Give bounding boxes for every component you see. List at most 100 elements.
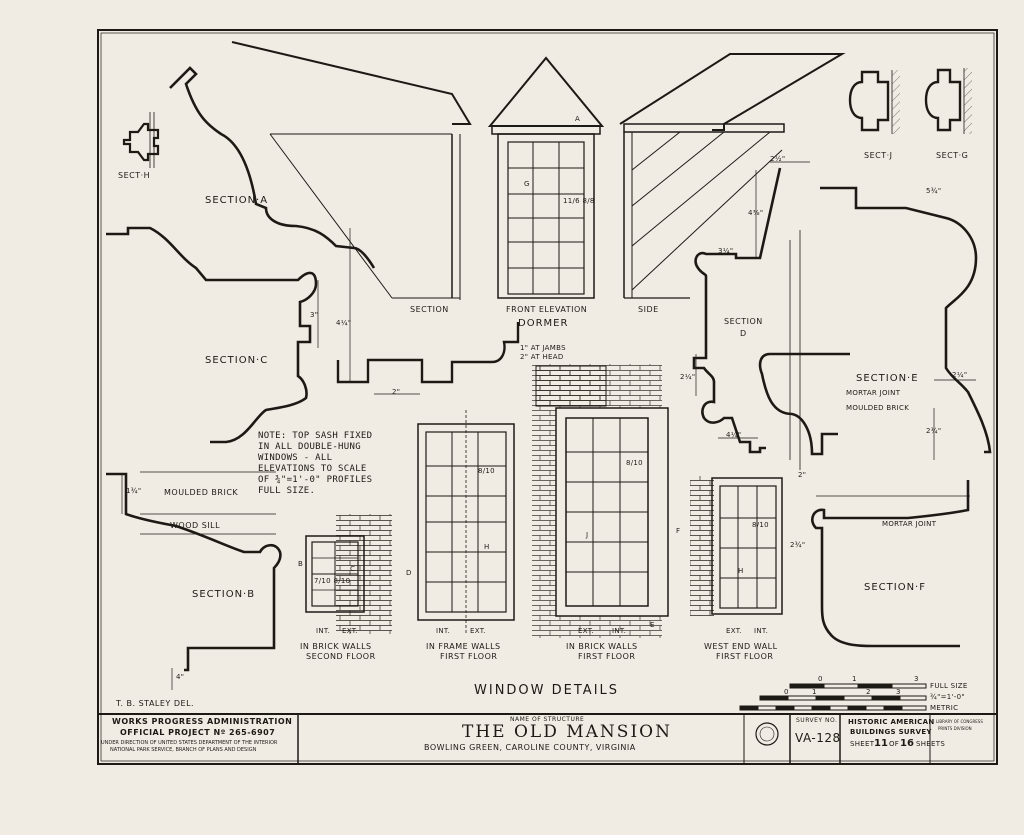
dim-4-b: 4" [176, 673, 185, 681]
wpa-line-1: WORKS PROGRESS ADMINISTRATION [112, 717, 293, 726]
sheet-of-label: OF [889, 740, 900, 748]
structure-location: BOWLING GREEN, CAROLINE COUNTY, VIRGINIA [424, 743, 636, 752]
dormer-marker-g: G [524, 180, 530, 188]
window-4-caption-1: WEST END WALL [704, 642, 778, 651]
window-4-elevation [690, 476, 783, 616]
window-4-marker-h: H [738, 567, 744, 575]
note-line: FULL SIZE. [258, 486, 316, 496]
window-2-ext: EXT. [470, 627, 486, 635]
window-1-caption-2: SECOND FLOOR [306, 652, 376, 661]
marker-e: E [650, 621, 655, 629]
note-line: IN ALL DOUBLE-HUNG [258, 442, 361, 452]
scale-tick: 3 [896, 688, 901, 696]
delineator: T. B. STALEY DEL. [116, 699, 195, 708]
window-3-caption-1: IN BRICK WALLS [566, 642, 638, 651]
window-2-caption-2: FIRST FLOOR [440, 652, 498, 661]
sheets-label: SHEETS [916, 740, 946, 748]
survey-no: VA-128 [795, 731, 841, 745]
dormer-side [619, 53, 846, 299]
window-2-int: INT. [436, 627, 451, 635]
window-head-profile [336, 322, 520, 395]
note-line: OF ¾"=1'-0" PROFILES [258, 475, 373, 485]
note-line: NOTE: TOP SASH FIXED [258, 431, 373, 441]
section-d-profile [692, 167, 801, 470]
sheet-border-inner [100, 32, 995, 762]
scale-metric-label: METRIC [930, 704, 959, 712]
seal-icon [755, 722, 779, 746]
window-4-caption-2: FIRST FLOOR [716, 652, 774, 661]
dormer-title: DORMER [518, 318, 569, 329]
note-line: ELEVATIONS TO SCALE [258, 464, 367, 474]
habs-line-2: BUILDINGS SURVEY [850, 728, 932, 736]
section-a-label: SECTION·A [205, 195, 269, 206]
habs-line-1: HISTORIC AMERICAN [848, 718, 935, 726]
structure-name: THE OLD MANSION [462, 722, 672, 742]
marker-j: J [586, 531, 589, 539]
window-details-heading: WINDOW DETAILS [474, 683, 620, 698]
window-3-panes: 8/10 [626, 459, 643, 467]
wpa-line-4: NATIONAL PARK SERVICE, BRANCH OF PLANS A… [110, 747, 257, 753]
sect-g-label: SECT·G [936, 151, 969, 160]
moulded-brick-e-label: MOULDED BRICK [846, 404, 910, 412]
window-4-int: INT. [754, 627, 769, 635]
window-1-elevation [305, 514, 392, 634]
window-4-ext: EXT. [726, 627, 742, 635]
dim-2-3-4: 2¾" [926, 427, 942, 435]
dormer-marker-a: A [575, 115, 581, 123]
sheet-label: SHEET [850, 740, 875, 748]
section-e-label: SECTION·E [856, 373, 919, 384]
sect-g-profile [924, 68, 972, 134]
name-of-structure-label: NAME OF STRUCTURE [510, 716, 585, 723]
sect-j-profile [848, 70, 900, 134]
section-h-profile [122, 112, 160, 168]
mortar-joint-f-label: MORTAR JOINT [882, 520, 937, 528]
scale-three-quarter-label: ¾"=1'-0" [930, 693, 965, 701]
dim-4-1-4: 4¼" [336, 319, 352, 327]
window-1-int: INT. [316, 627, 331, 635]
loc-line-1: LIBRARY OF CONGRESS [936, 719, 983, 724]
marker-c: C [350, 565, 356, 573]
dim-at-head: 2" AT HEAD [520, 353, 564, 361]
window-3-int: INT. [612, 627, 627, 635]
section-c-profile [106, 226, 318, 444]
scale-tick: 2 [866, 688, 871, 696]
dormer-side-label: SIDE [638, 305, 659, 314]
dormer-section-label: SECTION [410, 305, 449, 314]
section-d-label-1: SECTION [724, 317, 763, 326]
dim-2-f: 2" [798, 471, 807, 479]
dim-5-3-4: 5¾" [926, 187, 942, 195]
sheet-total: 16 [900, 738, 914, 749]
dim-4-1-4-b: 4¼" [726, 431, 742, 439]
section-c-label: SECTION·C [205, 355, 269, 366]
wpa-line-2: OFFICIAL PROJECT Nº 265-6907 [120, 728, 276, 737]
dim-2-3-4-f: 2¾" [790, 541, 806, 549]
scale-tick: 0 [818, 675, 823, 683]
scale-tick: 0 [784, 688, 789, 696]
window-3-elevation [532, 364, 669, 638]
sheet-border [97, 29, 998, 765]
sheet-number: 11 [874, 738, 888, 749]
marker-b: B [298, 560, 304, 568]
scale-full-size-label: FULL SIZE [930, 682, 968, 690]
window-2-elevation [417, 410, 515, 634]
survey-no-label: SURVEY NO. [796, 717, 838, 724]
dormer-front-elevation-label: FRONT ELEVATION [506, 305, 588, 314]
dim-2: 2" [392, 388, 401, 396]
section-a-profile [169, 41, 472, 300]
title-block [98, 713, 997, 764]
dim-1-3-4: 1¾" [126, 487, 142, 495]
dormer-front-elevation [487, 56, 605, 299]
window-4-panes: 8/10 [752, 521, 769, 529]
sect-j-label: SECT·J [864, 151, 893, 160]
dormer-pane-note: 11/6 8/8 [563, 197, 595, 205]
window-2-caption-1: IN FRAME WALLS [426, 642, 501, 651]
section-f-label: SECTION·F [864, 582, 926, 593]
section-b-profile [106, 471, 282, 672]
dim-2-1-2: 2½" [770, 155, 786, 163]
marker-d: D [406, 569, 412, 577]
scale-tick: 1 [852, 675, 857, 683]
loc-line-2: PRINTS DIVISION [938, 726, 972, 731]
section-d-label-2: D [740, 329, 747, 338]
dim-2-1-4-e: 2¼" [952, 371, 968, 379]
